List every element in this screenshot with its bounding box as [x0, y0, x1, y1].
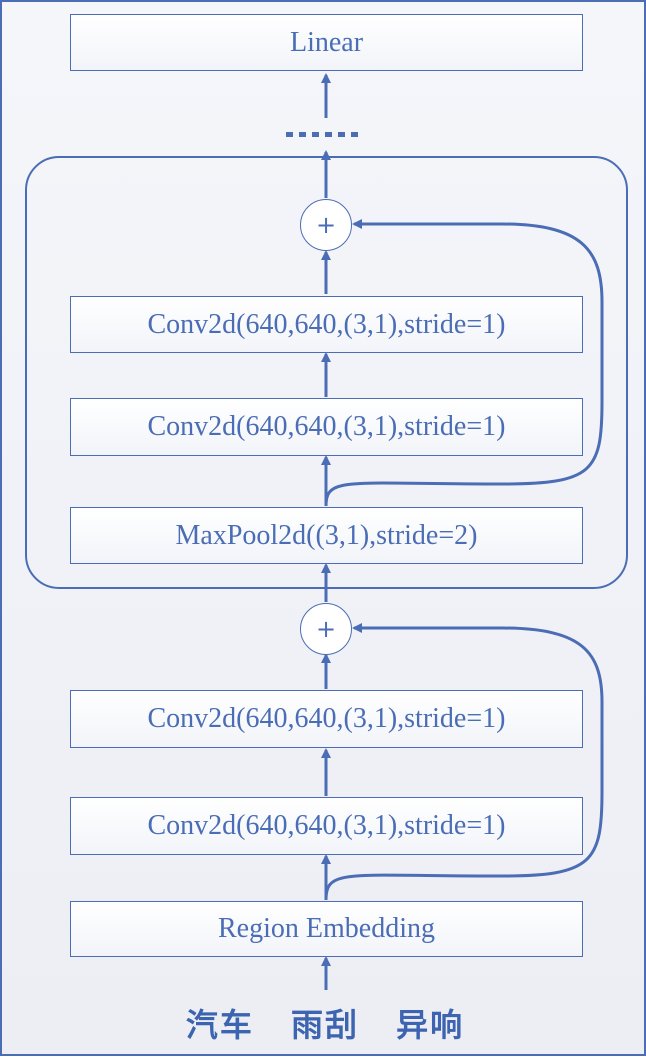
region-embedding-label: Region Embedding	[218, 913, 435, 944]
sum-symbol: +	[315, 211, 337, 239]
region-embedding-layer: Region Embedding	[70, 901, 583, 957]
conv-label: Conv2d(640,640,(3,1),stride=1)	[147, 308, 506, 340]
ellipsis-dot	[299, 131, 306, 137]
input-token: 异响	[396, 1006, 465, 1044]
input-tokens: 汽车 雨刮 异响	[2, 1000, 646, 1046]
conv-layer-base-lower: Conv2d(640,640,(3,1),stride=1)	[70, 797, 583, 855]
ellipsis-dot	[325, 131, 332, 137]
input-token: 雨刮	[290, 1006, 359, 1044]
ellipsis-dot	[351, 131, 358, 137]
repeated-block-frame	[25, 156, 628, 589]
linear-layer-label: Linear	[289, 26, 364, 58]
maxpool-layer: MaxPool2d((3,1),stride=2)	[70, 507, 583, 564]
sum-node-base: +	[300, 603, 352, 655]
conv-label: Conv2d(640,640,(3,1),stride=1)	[147, 411, 506, 442]
skip-connection-base	[324, 623, 604, 901]
input-token: 汽车	[185, 1006, 254, 1044]
conv-layer-repeat-upper: Conv2d(640,640,(3,1),stride=1)	[70, 296, 583, 353]
repeat-ellipsis	[286, 124, 366, 144]
ellipsis-dot	[312, 131, 319, 137]
ellipsis-dot	[338, 131, 345, 137]
sum-node-repeat: +	[300, 199, 352, 251]
skip-connection-repeat	[324, 219, 604, 507]
conv-label: Conv2d(640,640,(3,1),stride=1)	[147, 810, 506, 841]
sum-symbol: +	[315, 615, 337, 643]
conv-label: Conv2d(640,640,(3,1),stride=1)	[147, 703, 506, 734]
linear-layer: Linear	[70, 14, 583, 71]
ellipsis-dot	[286, 131, 293, 137]
conv-layer-repeat-lower: Conv2d(640,640,(3,1),stride=1)	[70, 398, 583, 456]
conv-layer-base-upper: Conv2d(640,640,(3,1),stride=1)	[70, 690, 583, 748]
maxpool-label: MaxPool2d((3,1),stride=2)	[175, 519, 478, 551]
